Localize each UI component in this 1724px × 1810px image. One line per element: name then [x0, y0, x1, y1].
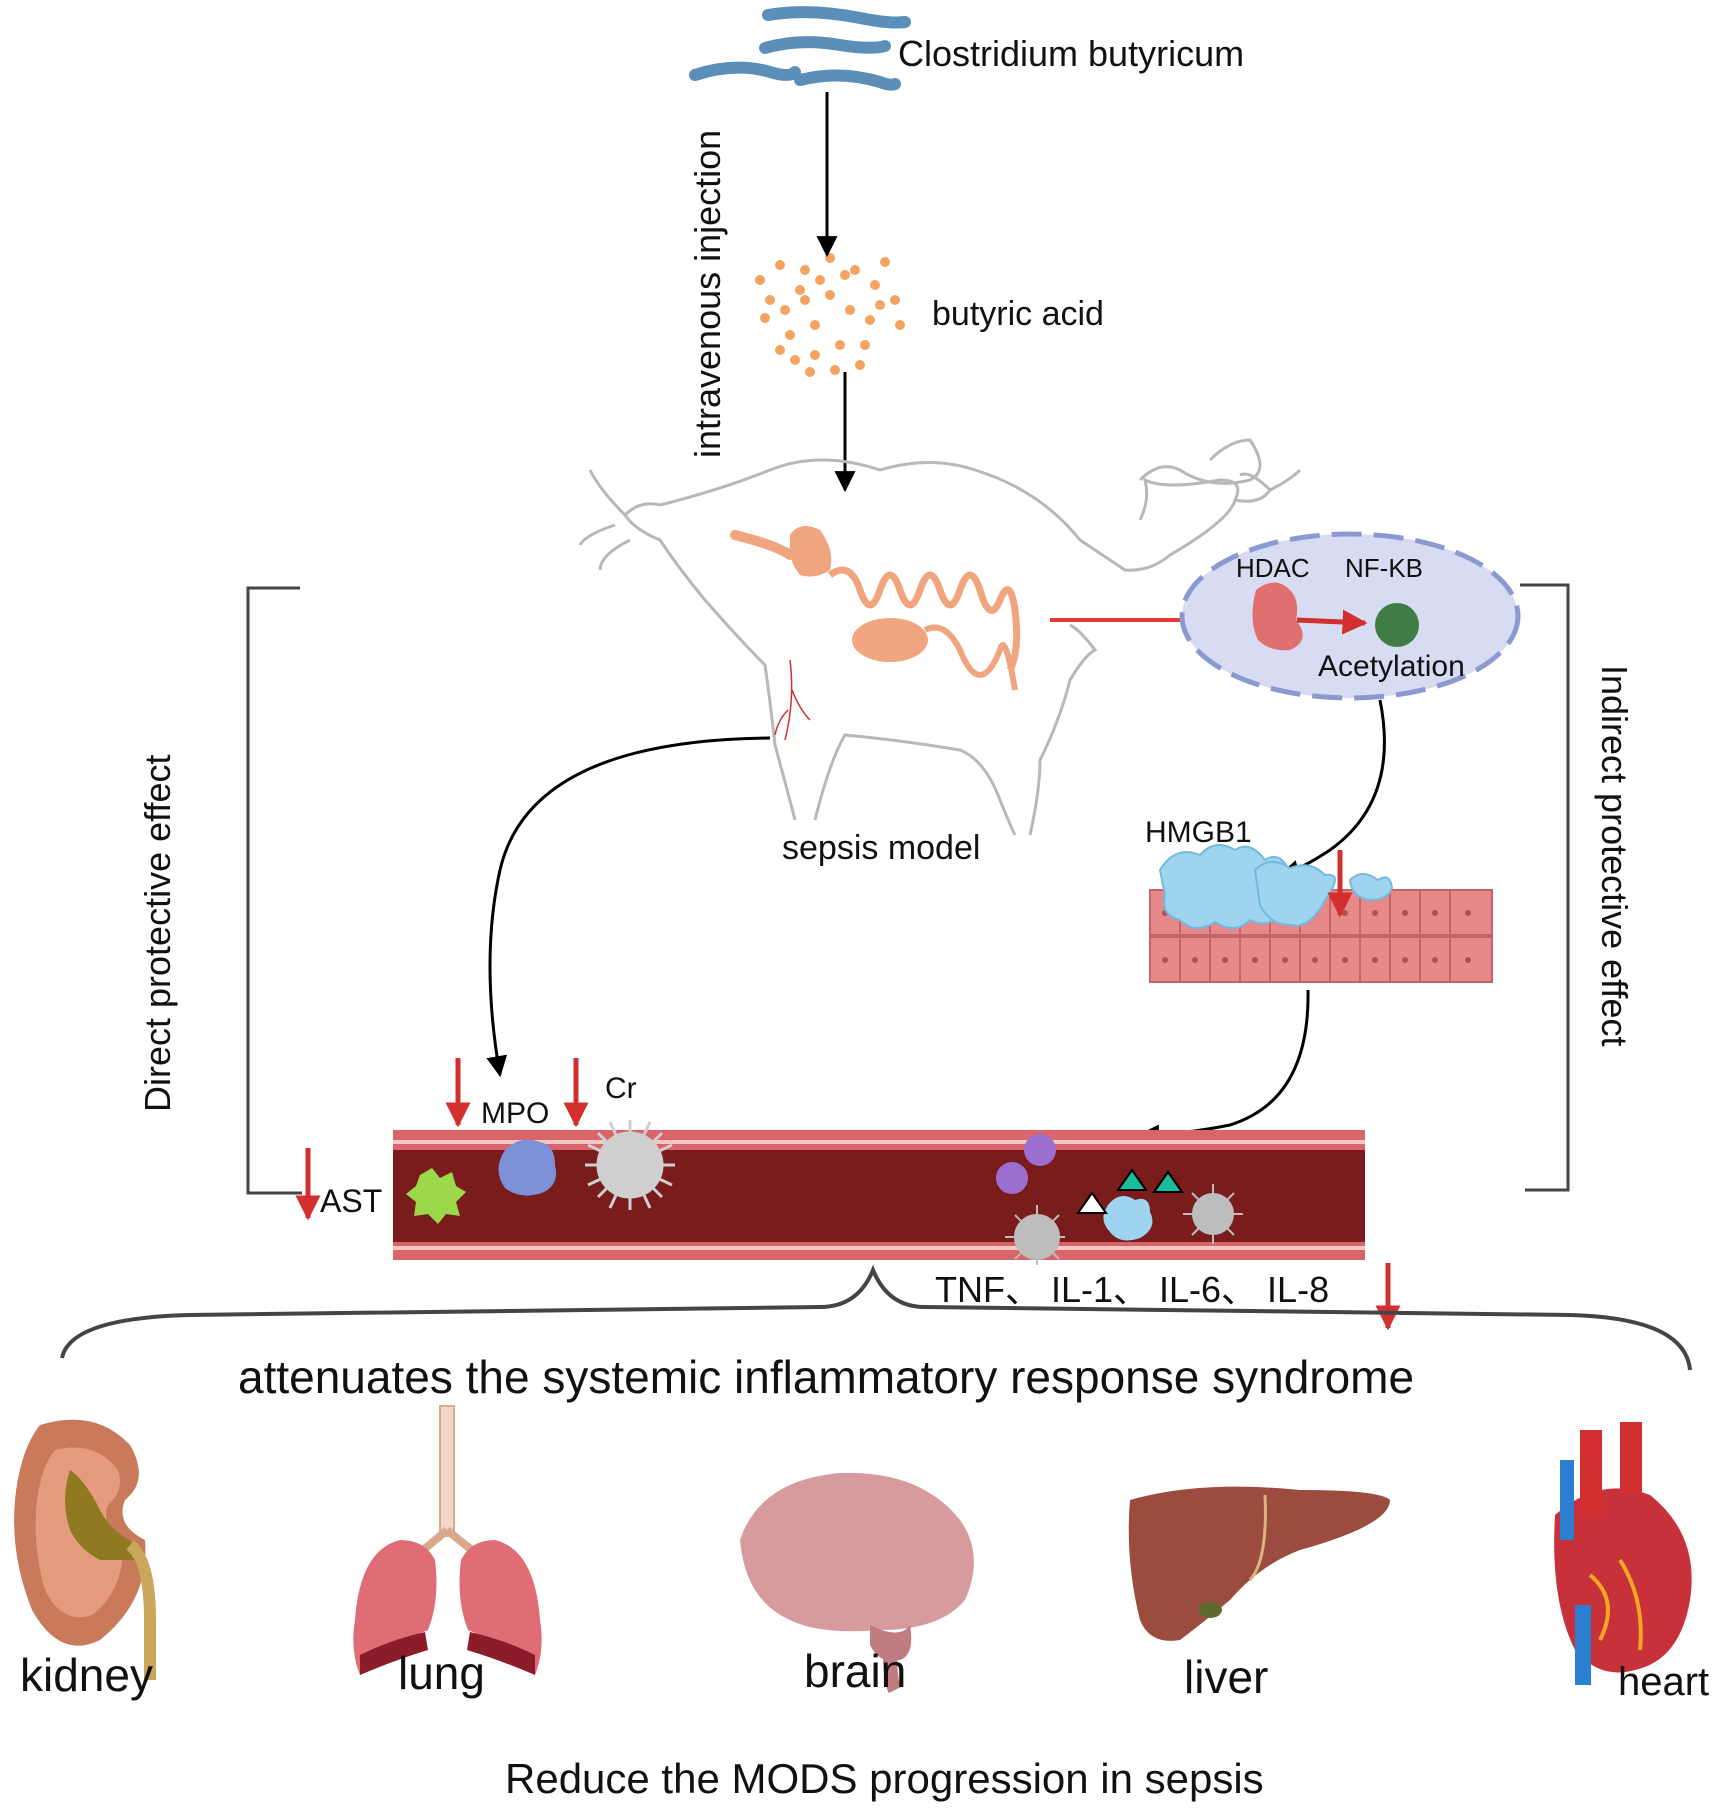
- leg-vessels-icon: [774, 659, 811, 741]
- acetylation-label: Acetylation: [1318, 650, 1465, 683]
- liver-icon: [1128, 1486, 1390, 1641]
- organ-label-kidney: kidney: [20, 1649, 153, 1701]
- intestine-icon: [730, 526, 1021, 691]
- nfkb-label: NF-KB: [1345, 553, 1423, 583]
- organ-label-liver: liver: [1184, 1651, 1269, 1703]
- hdac-label: HDAC: [1236, 553, 1310, 583]
- injection-label: intravenous injection: [687, 129, 728, 458]
- ast-label: AST: [320, 1183, 383, 1219]
- flow-arrow: [486, 736, 771, 1078]
- bacteria-icon: [689, 6, 911, 91]
- lung-icon: [353, 1405, 542, 1675]
- organ-label-lung: lung: [398, 1647, 485, 1699]
- cr-cell-icon: [585, 1120, 675, 1210]
- decrease-arrows: [295, 850, 1401, 1331]
- immune-cells-icon: [996, 1134, 1243, 1265]
- mpo-cell-icon: [498, 1139, 557, 1196]
- direct-effect-label: Direct protective effect: [137, 754, 178, 1113]
- hmgb1-cluster-icon: [1158, 844, 1394, 929]
- sirs-label: attenuates the systemic inflammatory res…: [238, 1351, 1415, 1403]
- mouse-icon: [578, 438, 1302, 836]
- curly-brace: [60, 1264, 1692, 1371]
- organ-label-heart: heart: [1618, 1660, 1710, 1704]
- heart-icon: [1554, 1422, 1692, 1685]
- hdac-protein-icon: [1252, 582, 1303, 651]
- hmgb1-label: HMGB1: [1145, 816, 1252, 849]
- mods-label: Reduce the MODS progression in sepsis: [505, 1755, 1264, 1802]
- cytokines-label: TNF、 IL-1、 IL-6、 IL-8: [935, 1269, 1330, 1310]
- ast-enzyme-icon: [406, 1168, 466, 1224]
- mpo-label: MPO: [481, 1097, 550, 1130]
- indirect-effect-bracket: [1520, 583, 1570, 1192]
- butyric-acid-dots-icon: [755, 253, 905, 377]
- nfkb-protein-icon: [1375, 603, 1419, 647]
- bacteria-label: Clostridium butyricum: [898, 33, 1245, 74]
- flow-arrow: [1277, 699, 1386, 881]
- direct-effect-bracket: [246, 586, 302, 1195]
- organ-label-brain: brain: [804, 1645, 907, 1697]
- butyric-acid-label: butyric acid: [932, 295, 1104, 333]
- cr-label: Cr: [605, 1072, 637, 1105]
- activation-arrow: [1296, 609, 1368, 635]
- flow-arrow: [1137, 989, 1310, 1146]
- brain-icon: [740, 1472, 974, 1694]
- sepsis-model-label: sepsis model: [782, 829, 981, 867]
- kidney-icon: [14, 1419, 156, 1680]
- indirect-effect-label: Indirect protective effect: [1594, 665, 1635, 1047]
